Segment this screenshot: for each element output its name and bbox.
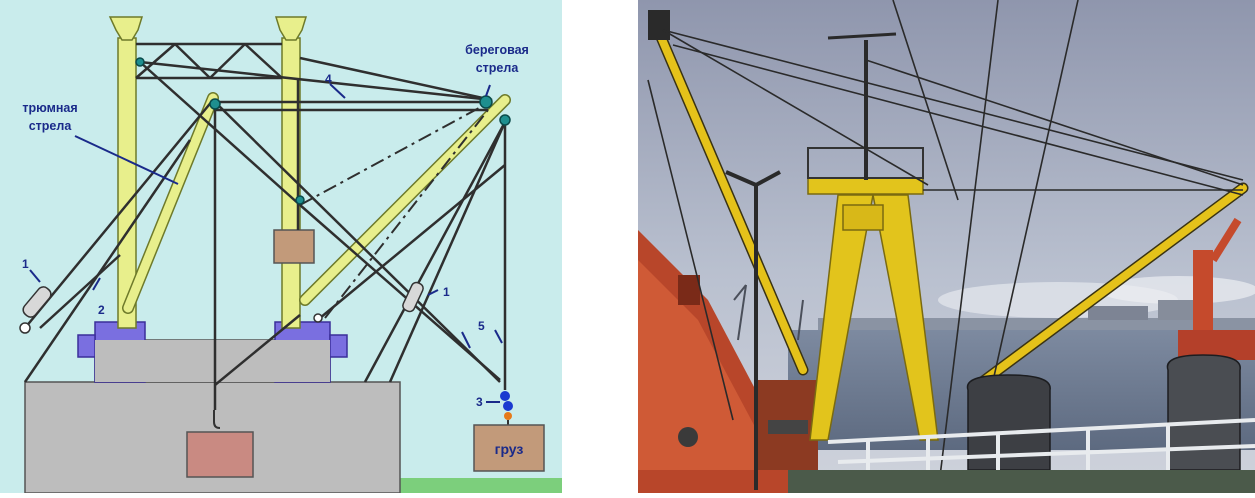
callout-3: 3 [476,395,483,409]
orange-superstructure-face [638,260,778,470]
rigging-diagram-canvas: груз трюмная стрела береговая стрела 1 2… [0,0,562,494]
cloud [1098,276,1255,304]
derrick-post [725,170,781,490]
shore-cargo-box [473,424,545,472]
left-mast [108,16,144,329]
hold-boom [122,92,219,314]
rigging-diagram: груз трюмная стрела береговая стрела 1 2… [0,0,562,494]
rigging-lines [23,56,507,410]
cargo-label: груз [495,441,524,457]
shore-boom-label-line1: береговая [465,43,529,57]
shore-boom-label-line2: стрела [476,61,520,75]
superstructure-winch [678,275,700,305]
turnbuckle-left [22,286,52,318]
mast-truss [135,42,283,80]
harbour-buildings [1088,306,1148,320]
photo-rigging [647,0,1244,494]
callout-2: 2 [98,303,105,317]
leader-lines [29,83,503,403]
ship-photo-canvas [638,0,1255,494]
hold-cargo [186,431,254,478]
ventilation-cowls [966,354,1241,471]
right-yellow-boom [972,182,1249,391]
pulley-blocks [19,57,511,334]
callout-1-left: 1 [22,257,29,271]
callout-4: 4 [325,72,332,86]
turnbuckle-right [402,281,424,313]
deck [788,470,1255,493]
deck-fill [95,340,330,382]
callout-5: 5 [478,319,485,333]
hold-boom-label-line1: трюмная [22,101,77,115]
harbour-buildings [1158,300,1198,320]
ship-photo [638,0,1255,494]
cargo-hook-icon [500,391,513,420]
left-yellow-boom [648,10,809,376]
running-lines [214,101,491,410]
shore-boom [299,94,511,306]
deck-fitting [678,427,698,447]
hold-boom-label-line2: стрела [29,119,73,133]
hull-marking [768,420,808,434]
suspended-cargo [273,229,315,264]
callout-1-right: 1 [443,285,450,299]
ground-strip [400,478,562,493]
hold-hook-icon [213,410,221,429]
distant-cranes [733,284,804,341]
harbour-shore [818,318,1255,332]
